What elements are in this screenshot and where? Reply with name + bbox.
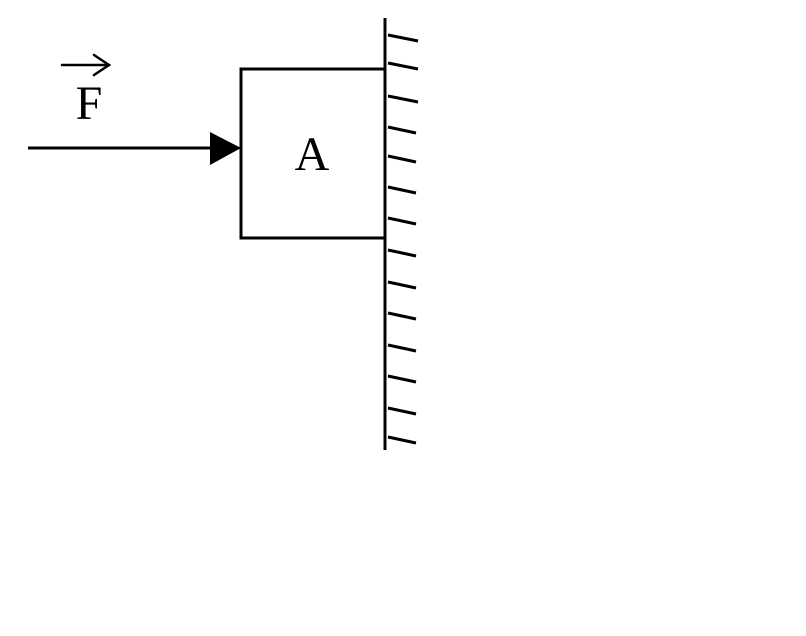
wall-hatch	[387, 61, 419, 71]
force-label-text: F	[76, 77, 103, 130]
block-a: A	[239, 67, 387, 240]
wall-hatch	[387, 33, 419, 43]
wall-hatch	[387, 94, 419, 104]
force-arrowhead	[210, 132, 241, 165]
wall-hatch	[387, 435, 417, 445]
wall-hatch	[387, 406, 417, 416]
wall	[383, 18, 419, 450]
wall-hatch	[387, 216, 417, 226]
wall-hatch	[387, 125, 417, 135]
force-label: F	[60, 53, 112, 130]
block-label: A	[295, 128, 330, 181]
wall-hatch	[387, 280, 417, 290]
wall-hatch	[387, 311, 417, 321]
wall-hatch	[387, 374, 417, 384]
wall-hatching	[387, 33, 419, 445]
wall-hatch	[387, 185, 417, 195]
block-outline	[239, 67, 387, 240]
wall-hatch	[387, 343, 417, 353]
vector-arrow-icon	[60, 53, 112, 77]
wall-hatch	[387, 248, 417, 258]
force-arrow	[28, 132, 241, 165]
wall-hatch	[387, 154, 417, 164]
